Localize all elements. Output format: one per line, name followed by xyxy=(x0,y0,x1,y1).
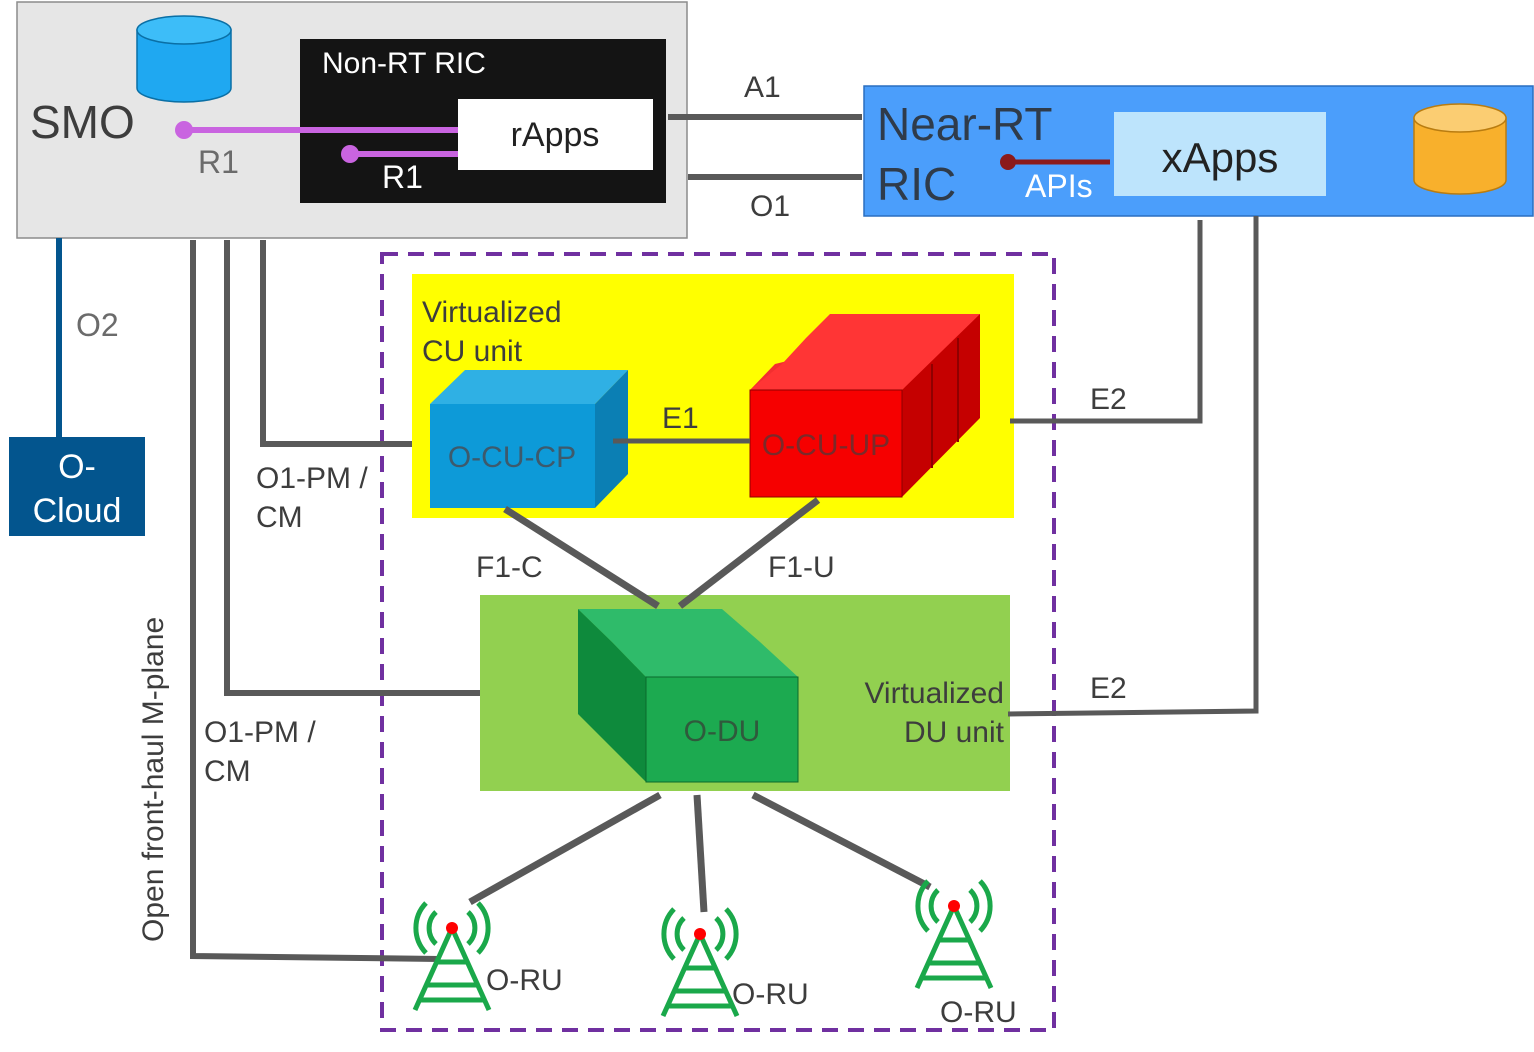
o-du-label: O-DU xyxy=(684,715,761,748)
o1-pm-cm-cu-label-line1: O1-PM / xyxy=(256,462,368,495)
cu-area-label-line1: Virtualized xyxy=(422,296,562,329)
e1-label: E1 xyxy=(662,402,699,435)
near-rt-label-line2: RIC xyxy=(877,158,956,210)
o-ru-antenna-icon-2 xyxy=(660,907,740,1018)
fronthaul-mplane-label: Open front-haul M-plane xyxy=(137,617,170,942)
o-cloud-label-line1: O- xyxy=(58,448,96,486)
o-ru-antenna-icon-1 xyxy=(412,901,492,1012)
o-du-cube xyxy=(578,609,799,783)
o-cu-cp-cube xyxy=(430,370,628,508)
o1-pm-cm-cu-label-line2: CM xyxy=(256,501,303,534)
o-cu-up-label: O-CU-UP xyxy=(762,429,890,462)
e2-du-link xyxy=(1007,216,1259,717)
f1u-link xyxy=(677,497,821,609)
o1-pm-cm-du-link xyxy=(224,240,480,696)
o-ru-label-2: O-RU xyxy=(732,978,809,1011)
r1-dot-smo xyxy=(175,121,193,139)
o-cu-up-cube xyxy=(749,314,980,498)
o1-label: O1 xyxy=(750,190,790,223)
du-ru2-link xyxy=(693,794,708,913)
du-ru1-link xyxy=(468,791,662,906)
e2-cu-label: E2 xyxy=(1090,383,1127,416)
f1u-label: F1-U xyxy=(768,551,835,584)
du-area-label-line2: DU unit xyxy=(904,716,1005,749)
apis-dot xyxy=(1000,154,1016,170)
o2-label: O2 xyxy=(76,307,119,343)
f1c-label: F1-C xyxy=(476,551,543,584)
xapps-box xyxy=(1114,112,1326,196)
o-cloud-label-line2: Cloud xyxy=(33,492,122,530)
o-ru-antenna-icon-3 xyxy=(914,879,994,990)
o1-pm-cm-du-label-line1: O1-PM / xyxy=(204,716,316,749)
r1-label-ric: R1 xyxy=(382,159,423,195)
a1-label: A1 xyxy=(744,71,781,104)
near-rt-database-icon xyxy=(1413,103,1507,195)
o-ru-label-3: O-RU xyxy=(940,996,1017,1029)
ran-boundary xyxy=(380,252,1056,1032)
apis-label: APIs xyxy=(1025,168,1093,204)
fronthaul-mplane-link xyxy=(190,240,441,962)
smo-label: SMO xyxy=(30,96,135,148)
e2-cu-link xyxy=(1010,220,1203,424)
rapps-box xyxy=(458,99,653,170)
r1-label-smo: R1 xyxy=(198,144,239,180)
r1-dot-ric xyxy=(341,145,359,163)
non-rt-ric-label: Non-RT RIC xyxy=(322,47,486,80)
smo-database-icon xyxy=(136,15,232,103)
o-cloud-box xyxy=(9,437,145,536)
xapps-label: xApps xyxy=(1162,134,1279,181)
near-rt-label-line1: Near-RT xyxy=(877,98,1053,150)
rapps-label: rApps xyxy=(511,116,600,154)
o1-pm-cm-du-label-line2: CM xyxy=(204,755,251,788)
du-ru3-link xyxy=(751,791,932,891)
o1-pm-cm-cu-link xyxy=(260,240,412,447)
o-ru-label-1: O-RU xyxy=(486,964,563,997)
f1c-link xyxy=(503,506,660,609)
cu-area-label-line2: CU unit xyxy=(422,335,523,368)
o-cu-cp-label: O-CU-CP xyxy=(448,441,576,474)
du-area-label-line1: Virtualized xyxy=(864,677,1004,710)
e2-du-label: E2 xyxy=(1090,672,1127,705)
